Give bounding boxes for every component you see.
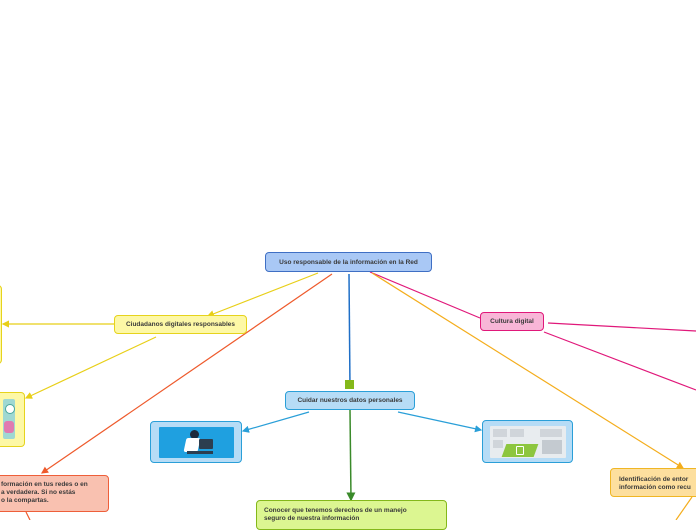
node-cultura-digital[interactable]: Cultura digital <box>480 312 544 331</box>
connector-cuidar-conocer <box>346 409 356 502</box>
node-left-partial[interactable] <box>0 285 2 364</box>
connector-junction-square <box>345 380 354 389</box>
node-conocer-derechos[interactable]: Conocer que tenemos derechos de un manej… <box>256 500 447 530</box>
person-icon <box>3 399 15 439</box>
connector-ciudadanos-image <box>24 336 157 399</box>
connector-root-cultura <box>369 271 481 319</box>
informacion-line-1: formación en tus redes o en <box>1 481 88 488</box>
node-cuidar-datos[interactable]: Cuidar nuestros datos personales <box>285 391 415 410</box>
connector-cuidar-laptop <box>241 411 310 433</box>
cuidar-label: Cuidar nuestros datos personales <box>297 397 403 404</box>
node-informacion-redes[interactable]: formación en tus redes o en a verdadera.… <box>0 475 109 512</box>
connector-root-ciudadanos <box>206 272 319 318</box>
root-node[interactable]: Uso responsable de la información en la … <box>265 252 432 272</box>
person-with-laptop-icon <box>159 427 234 458</box>
connector-informacion-down <box>25 511 31 520</box>
root-label: Uso responsable de la información en la … <box>279 258 418 266</box>
keyboard-image-node[interactable] <box>482 420 573 463</box>
informacion-line-2: a verdadera. Si no estás <box>1 489 76 496</box>
connector-cultura-right-1 <box>547 322 696 332</box>
left-image-node[interactable] <box>0 392 25 447</box>
node-ciudadanos[interactable]: Ciudadanos digitales responsables <box>114 315 247 334</box>
connector-root-cuidar <box>348 273 351 390</box>
node-identificacion[interactable]: Identificación de entor información como… <box>610 468 696 497</box>
identificacion-line-2: información como recu <box>619 484 691 491</box>
connector-cuidar-keyboard <box>397 411 483 433</box>
informacion-line-3: o la compartas. <box>1 497 49 504</box>
keyboard-lock-icon <box>490 426 566 458</box>
connector-cultura-right-2 <box>543 331 696 391</box>
connector-root-identificacion <box>371 272 685 469</box>
identificacion-line-1: Identificación de entor <box>619 476 689 483</box>
connector-root-informacion <box>41 273 333 474</box>
ciudadanos-label: Ciudadanos digitales responsables <box>125 321 236 328</box>
connector-identificacion-down <box>675 496 693 520</box>
laptop-image-node[interactable] <box>150 421 242 463</box>
conocer-line-1: Conocer que tenemos derechos de un manej… <box>264 507 407 514</box>
cultura-label: Cultura digital <box>490 318 534 325</box>
conocer-line-2: seguro de nuestra información <box>264 515 360 522</box>
